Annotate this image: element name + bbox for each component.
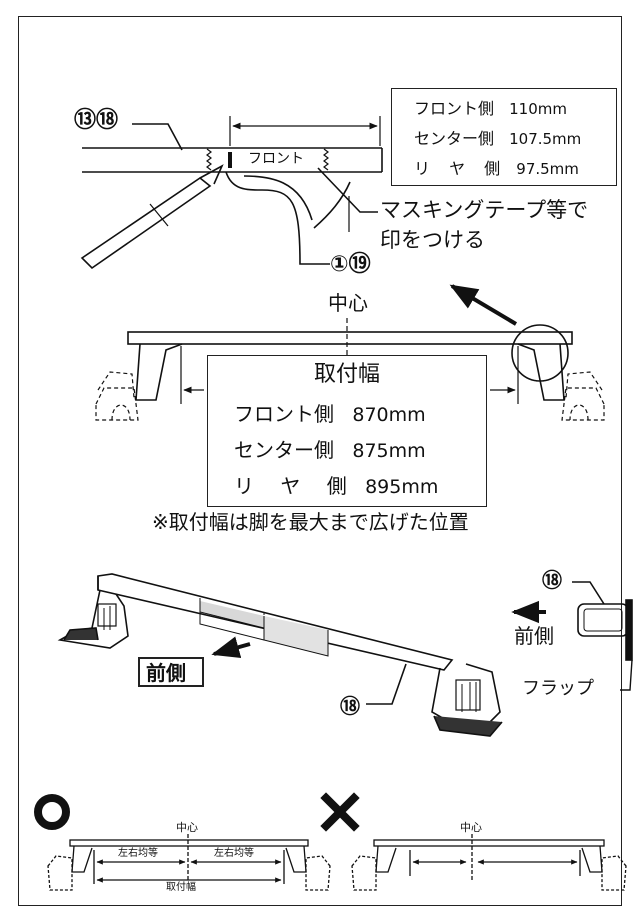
magnify-arrow (449, 284, 518, 326)
mount-width-title: 取付幅 (313, 362, 380, 387)
spec-row-rear-label: リ ヤ 側 (414, 159, 508, 178)
mount-row-front-label: フロント側 (234, 402, 334, 426)
spec-row-front-value: 110mm (509, 100, 567, 118)
masking-tape-callout-line2: 印をつける (380, 228, 485, 252)
center-label: 中心 (328, 291, 368, 315)
flap-detail-drawing (572, 581, 633, 691)
front-direction-arrow (211, 636, 251, 659)
correct-mark-icon (34, 794, 70, 830)
flap-front-label: 前側 (514, 624, 554, 648)
spec-row-front: フロント側 110mm (414, 101, 567, 117)
spec-box: フロント側 110mm センター側 107.5mm リ ヤ 側 97.5mm (391, 88, 617, 186)
correct-drawing (47, 834, 331, 891)
spec-row-rear: リ ヤ 側 97.5mm (414, 161, 579, 177)
spec-row-center-value: 107.5mm (509, 130, 582, 148)
mount-row-rear: リ ヤ 側 895mm (234, 476, 438, 497)
mount-width-note: ※取付幅は脚を最大まで広げた位置 (152, 510, 469, 534)
good-mount-width-label: 取付幅 (166, 882, 196, 893)
mount-row-front-value: 870mm (352, 404, 426, 426)
bar-part-label: ⑱ (340, 694, 360, 718)
spec-row-center-label: センター側 (414, 129, 495, 148)
masking-tape-callout-line1: マスキングテープ等で (380, 198, 589, 222)
part-label-13-18: ⑬⑱ (74, 108, 119, 133)
diagram-frame (18, 16, 622, 906)
good-center-label: 中心 (176, 821, 198, 834)
spec-row-center: センター側 107.5mm (414, 131, 581, 147)
incorrect-drawing (351, 834, 627, 891)
spec-row-front-label: フロント側 (414, 99, 495, 118)
foot-part-label: ①⑲ (330, 252, 371, 277)
mount-row-center-value: 875mm (352, 440, 426, 462)
good-right-label: 左右均等 (214, 848, 254, 859)
mount-row-center: センター側 875mm (234, 440, 426, 461)
mount-width-box: 取付幅 フロント側 870mm センター側 875mm リ ヤ 側 895mm (207, 355, 487, 507)
mount-row-rear-label: リ ヤ 側 (234, 474, 357, 498)
good-left-label: 左右均等 (118, 848, 158, 859)
front-view-drawing (95, 318, 605, 421)
mount-row-front: フロント側 870mm (234, 404, 426, 425)
tape-label: フロント (248, 151, 304, 167)
flap-label: フラップ (522, 678, 594, 699)
mount-row-rear-value: 895mm (365, 476, 439, 498)
incorrect-mark-icon (320, 792, 360, 832)
top-detail-drawing (80, 116, 383, 270)
mount-row-center-label: センター側 (234, 438, 334, 462)
front-side-label: 前側 (146, 661, 186, 685)
spec-row-rear-value: 97.5mm (516, 160, 579, 178)
front-side-label-box: 前側 (138, 657, 204, 687)
perspective-drawing (57, 573, 503, 737)
bad-center-label: 中心 (460, 821, 482, 834)
flap-part-label: ⑱ (542, 568, 562, 592)
